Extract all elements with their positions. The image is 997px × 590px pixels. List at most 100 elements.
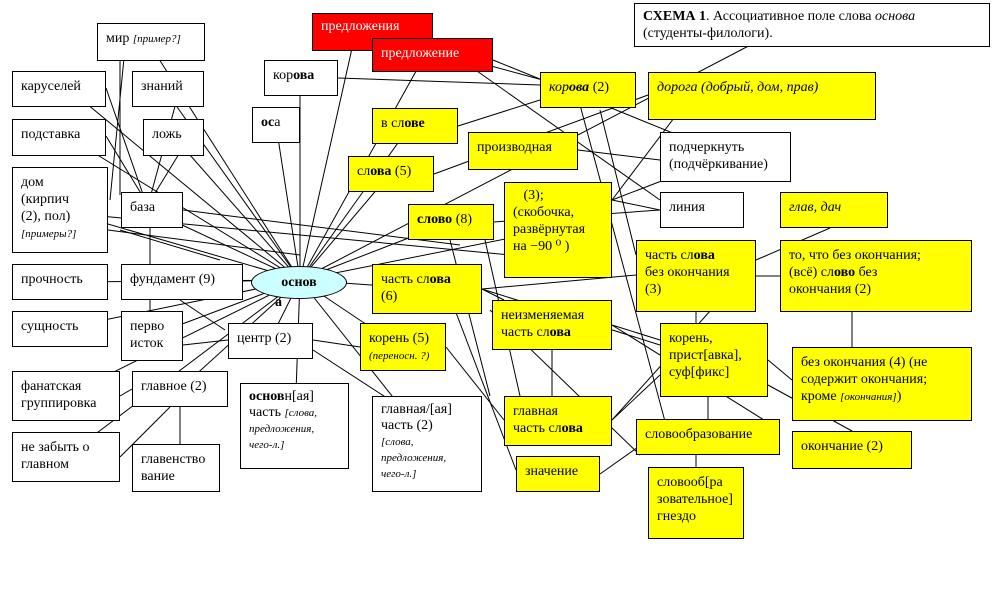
- node-text: предложения,: [381, 452, 447, 464]
- node-text: часть (2): [381, 418, 433, 433]
- node-text: часть сл: [381, 272, 430, 287]
- connector-line: [611, 199, 661, 211]
- node-dom: дом(кирпич(2), пол)[примеры?]: [12, 167, 108, 253]
- node-text: вание: [141, 469, 175, 484]
- node-text: (3);: [513, 188, 544, 203]
- node-text: а: [274, 115, 281, 130]
- connector-line: [299, 125, 411, 281]
- node-text: сущность: [21, 319, 79, 334]
- node-text: фундамент (9): [130, 272, 216, 287]
- node-text: ова: [293, 68, 315, 83]
- connector-line: [179, 299, 226, 331]
- node-chast-slova-6: часть слова(6): [372, 264, 482, 314]
- node-text: главенство: [141, 452, 206, 467]
- connector-line: [579, 104, 671, 441]
- node-glavenstvo: главенство вание: [132, 444, 220, 492]
- node-predlozhenie: предложение: [372, 38, 493, 72]
- node-text: мир: [106, 31, 133, 46]
- node-znachenie: значение: [516, 456, 600, 492]
- node-slova-5: слова (5): [348, 156, 434, 192]
- node-text: исток: [130, 336, 164, 351]
- node-text: [слова,: [284, 407, 318, 419]
- node-text: словообразование: [645, 427, 753, 442]
- node-doroga: дорога (добрый, дом, прав): [648, 72, 876, 120]
- node-korova-2: корова (2): [540, 72, 636, 108]
- connector-line: [69, 89, 301, 281]
- node-text: предложения: [321, 19, 400, 34]
- connector-line: [119, 229, 221, 261]
- node-text: прист[авка],: [669, 348, 742, 363]
- node-text: подчеркнуть: [669, 140, 745, 155]
- node-text: значение: [525, 464, 579, 479]
- node-karuselei: каруселей: [12, 71, 106, 107]
- node-text: часть сл: [645, 248, 694, 263]
- node-text: кор: [549, 80, 570, 95]
- connector-line: [611, 109, 681, 201]
- node-text: (2), пол): [21, 209, 71, 224]
- node-koren-pristavka: корень,прист[авка],суф[фикс]: [660, 323, 768, 397]
- node-text: (скобочка,: [513, 205, 575, 220]
- connector-line: [69, 137, 301, 281]
- node-text: ово: [833, 265, 856, 280]
- node-prochnost: прочность: [12, 264, 108, 300]
- connector-line: [481, 288, 505, 301]
- node-text: (переносн. ?): [369, 350, 430, 362]
- node-text: основ: [249, 389, 285, 404]
- node-text: ова: [370, 164, 392, 179]
- node-text: в сл: [381, 116, 405, 131]
- node-text: линия: [669, 200, 705, 215]
- node-text: суф[фикс]: [669, 365, 730, 380]
- node-podstavka: подставка: [12, 119, 106, 156]
- node-text: [слова,: [381, 436, 414, 448]
- node-text: не забыть о: [21, 440, 90, 455]
- node-centr: центр (2): [228, 323, 313, 359]
- node-text: чего-л.]: [381, 468, 417, 480]
- node-text: н[ая]: [284, 389, 314, 404]
- connector-line: [599, 109, 637, 256]
- connector-line: [119, 388, 133, 397]
- node-text: без окончания (4) (не: [801, 355, 928, 370]
- node-text: база: [130, 200, 156, 215]
- connector-line: [611, 324, 661, 341]
- node-text: то, что без окончания;: [789, 248, 921, 263]
- node-text: (кирпич: [21, 192, 69, 207]
- diagram-title: СХЕМА 1. Ассоциативное поле слова основа…: [634, 3, 990, 47]
- title-line2: (студенты-филологи).: [643, 26, 773, 41]
- node-osnovn: основн[ая]часть [слова,предложения,чего-…: [240, 383, 349, 469]
- connector-line: [299, 34, 356, 281]
- node-text: (2): [589, 80, 610, 95]
- node-text: на −90 ⁰ ): [513, 239, 570, 254]
- node-text: без окончания: [645, 265, 730, 280]
- center-node-osnova: основ: [251, 266, 347, 299]
- node-text: глав, дач: [789, 200, 842, 215]
- node-korova-word: корова: [264, 60, 338, 96]
- node-text: зовательное]: [657, 492, 733, 507]
- node-text: знаний: [141, 79, 183, 94]
- connector-line: [105, 87, 146, 201]
- title-text: . Ассоциативное поле слова: [706, 9, 876, 24]
- node-text: предложения,: [249, 423, 315, 435]
- title-word: основа: [875, 9, 916, 24]
- node-text: кроме: [801, 389, 841, 404]
- connector-line: [109, 47, 126, 201]
- node-text: гнездо: [657, 509, 697, 524]
- node-text: часть сл: [513, 421, 562, 436]
- node-text: ова: [561, 421, 583, 436]
- node-text: ова: [569, 80, 590, 95]
- node-text: ова: [693, 248, 715, 263]
- node-glav-dach: глав, дач: [780, 192, 888, 228]
- node-text: дорога (добрый, дом, прав): [657, 80, 819, 95]
- node-text: ложь: [152, 127, 182, 142]
- node-text: каруселей: [21, 79, 81, 94]
- node-text: [примеры?]: [21, 228, 77, 240]
- node-text: (8): [452, 212, 473, 227]
- node-slovo-8: слово (8): [408, 204, 494, 240]
- node-glavnoe: главное (2): [132, 371, 228, 407]
- connector-line: [457, 99, 541, 127]
- node-mir: мир [пример?]: [97, 23, 205, 61]
- node-text: сл: [357, 164, 371, 179]
